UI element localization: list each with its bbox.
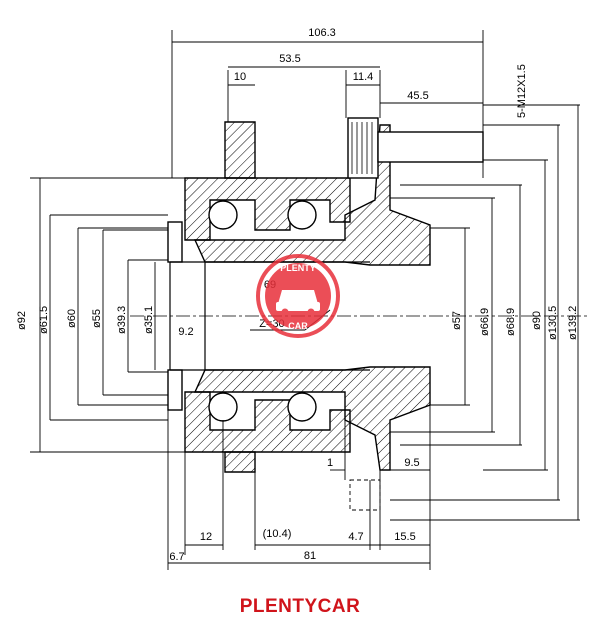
dim-10: 10 <box>234 71 246 83</box>
dim-d90: ø90 <box>531 311 543 330</box>
bearing-balls <box>208 200 317 422</box>
dim-d61-5: ø61.5 <box>38 306 50 334</box>
dim-d39-3: ø39.3 <box>116 306 128 334</box>
dim-15-5: 15.5 <box>394 531 415 543</box>
watermark-logo: PLENTY CAR <box>256 254 340 338</box>
dim-106-3: 106.3 <box>308 27 336 39</box>
dim-d57: ø57 <box>451 311 463 330</box>
dim-d130-5: ø130.5 <box>547 306 559 340</box>
dim-12: 12 <box>200 531 212 543</box>
dim-9-5: 9.5 <box>404 457 419 469</box>
hidden-detail <box>349 479 381 511</box>
dim-81: 81 <box>304 550 316 562</box>
dim-d60: ø60 <box>66 309 78 328</box>
dim-d35-1: ø35.1 <box>143 306 155 334</box>
dim-45-5: 45.5 <box>407 90 428 102</box>
dimension-lines <box>30 30 580 570</box>
watermark-bottom-text: CAR <box>288 321 308 331</box>
watermark-top-text: PLENTY <box>280 263 316 273</box>
dim-53-5: 53.5 <box>279 53 300 65</box>
dim-d139-2: ø139.2 <box>567 306 579 340</box>
brand-name: PLENTYCAR <box>239 596 361 617</box>
dim-d55: ø55 <box>91 309 103 328</box>
dim-1: 1 <box>327 457 333 469</box>
dim-stud-thread: 5-M12X1.5 <box>516 64 528 118</box>
hub-lower-half <box>167 366 431 473</box>
dim-4-7: 4.7 <box>348 531 363 543</box>
dim-10-4: (10.4) <box>263 528 292 540</box>
dim-d92: ø92 <box>16 311 28 330</box>
dim-d68-9: ø68.9 <box>505 308 517 336</box>
dim-11-4: 11.4 <box>353 71 374 83</box>
dim-d66-9: ø66.9 <box>479 308 491 336</box>
dim-9-2: 9.2 <box>178 326 193 338</box>
hub-upper-half <box>167 121 431 266</box>
wheel-stud <box>347 117 484 179</box>
dim-6-7: 6.7 <box>169 551 184 563</box>
